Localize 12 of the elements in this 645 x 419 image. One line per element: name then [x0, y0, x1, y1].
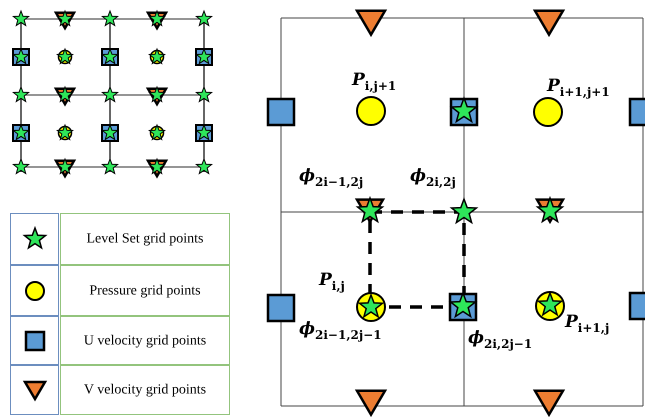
math-label: P$_{i,j}$ — [319, 272, 345, 292]
math-label: ϕ$_{2i,2j−1}$ — [468, 330, 532, 350]
math-label: P$_{i+1,j+1}$ — [547, 78, 610, 98]
legend-text: U velocity grid points — [82, 332, 208, 349]
math-label: P$_{i,j+1}$ — [352, 72, 396, 92]
legend-text: Pressure grid points — [88, 282, 202, 299]
math-label: ϕ$_{2i−1,2j}$ — [299, 168, 364, 188]
math-label: P$_{i+1,j}$ — [565, 314, 610, 334]
legend-text: V velocity grid points — [82, 382, 208, 398]
math-label: ϕ$_{2i−1,2j−1}$ — [299, 321, 382, 341]
math-label: ϕ$_{2i,2j}$ — [410, 168, 456, 188]
legend-text: Level Set grid points — [85, 230, 205, 248]
